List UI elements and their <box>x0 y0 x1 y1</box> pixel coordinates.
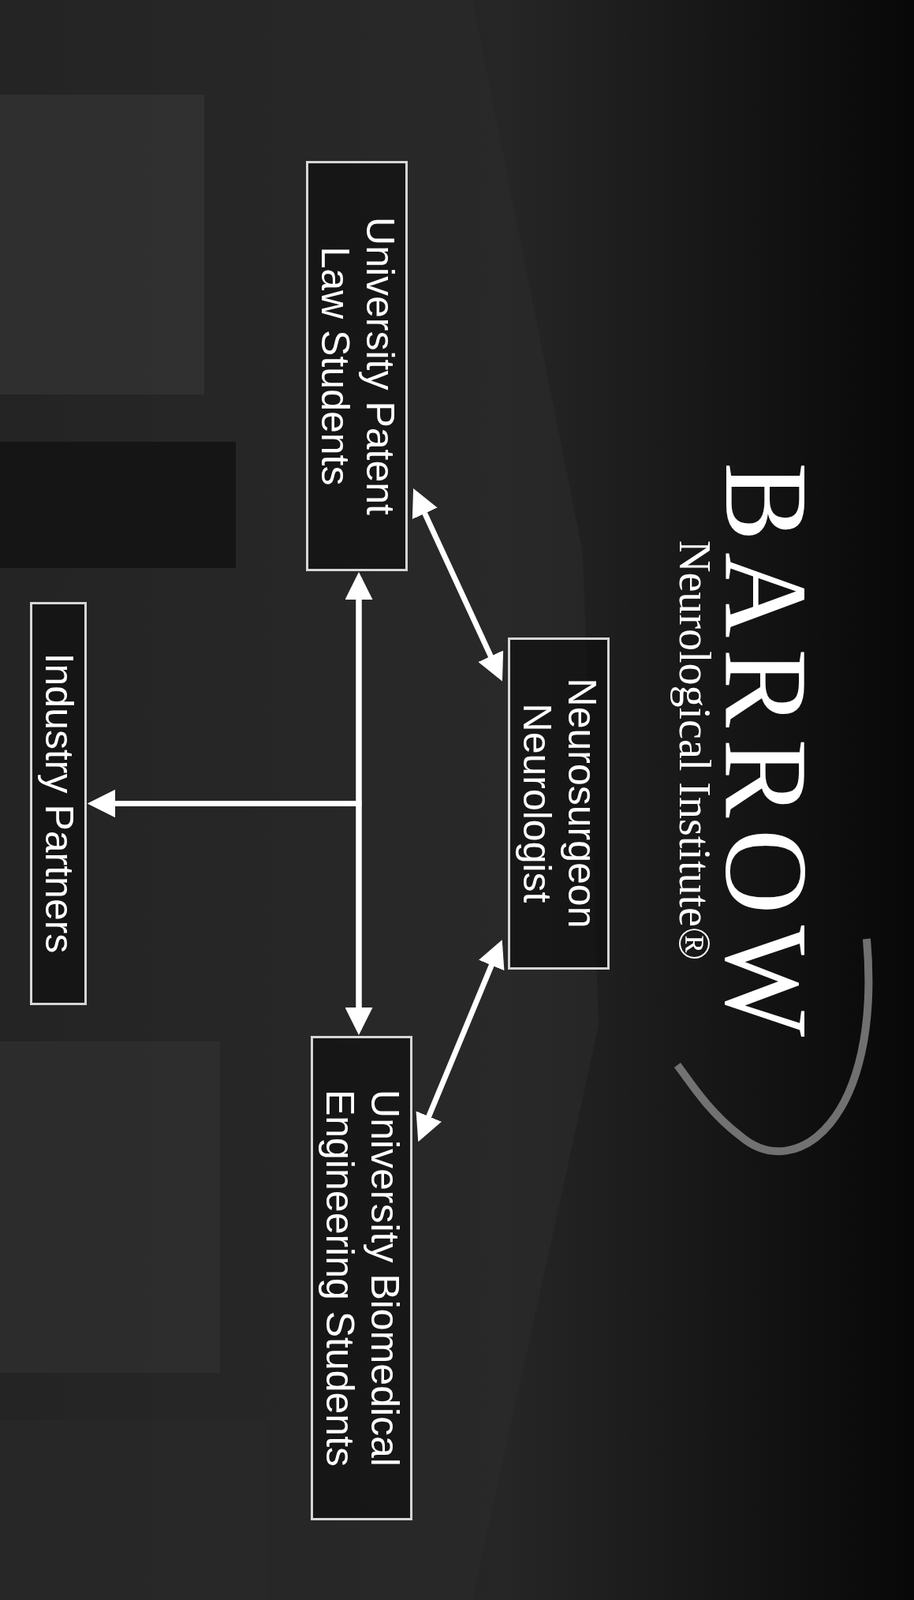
box-text: University Biomedical Engineering Studen… <box>317 1050 408 1505</box>
arrow-connector <box>420 944 500 1137</box>
arrow-connector <box>93 803 359 1030</box>
logo-subtitle: Neurological Institute® <box>669 540 719 960</box>
logo-title: BARROW <box>707 462 826 1048</box>
process-box: Industry Partners <box>30 601 88 1005</box>
box-text: University Patent Law Students <box>312 175 403 556</box>
process-box: University Biomedical Engineering Studen… <box>311 1035 414 1520</box>
box-text: Neurosurgeon Neurologist <box>514 652 605 955</box>
arrow-connector <box>415 492 500 676</box>
arrow-connector <box>93 577 359 804</box>
box-text: Industry Partners <box>36 616 83 990</box>
process-box: Neurosurgeon Neurologist <box>508 637 611 970</box>
process-box: University Patent Law Students <box>306 160 409 571</box>
